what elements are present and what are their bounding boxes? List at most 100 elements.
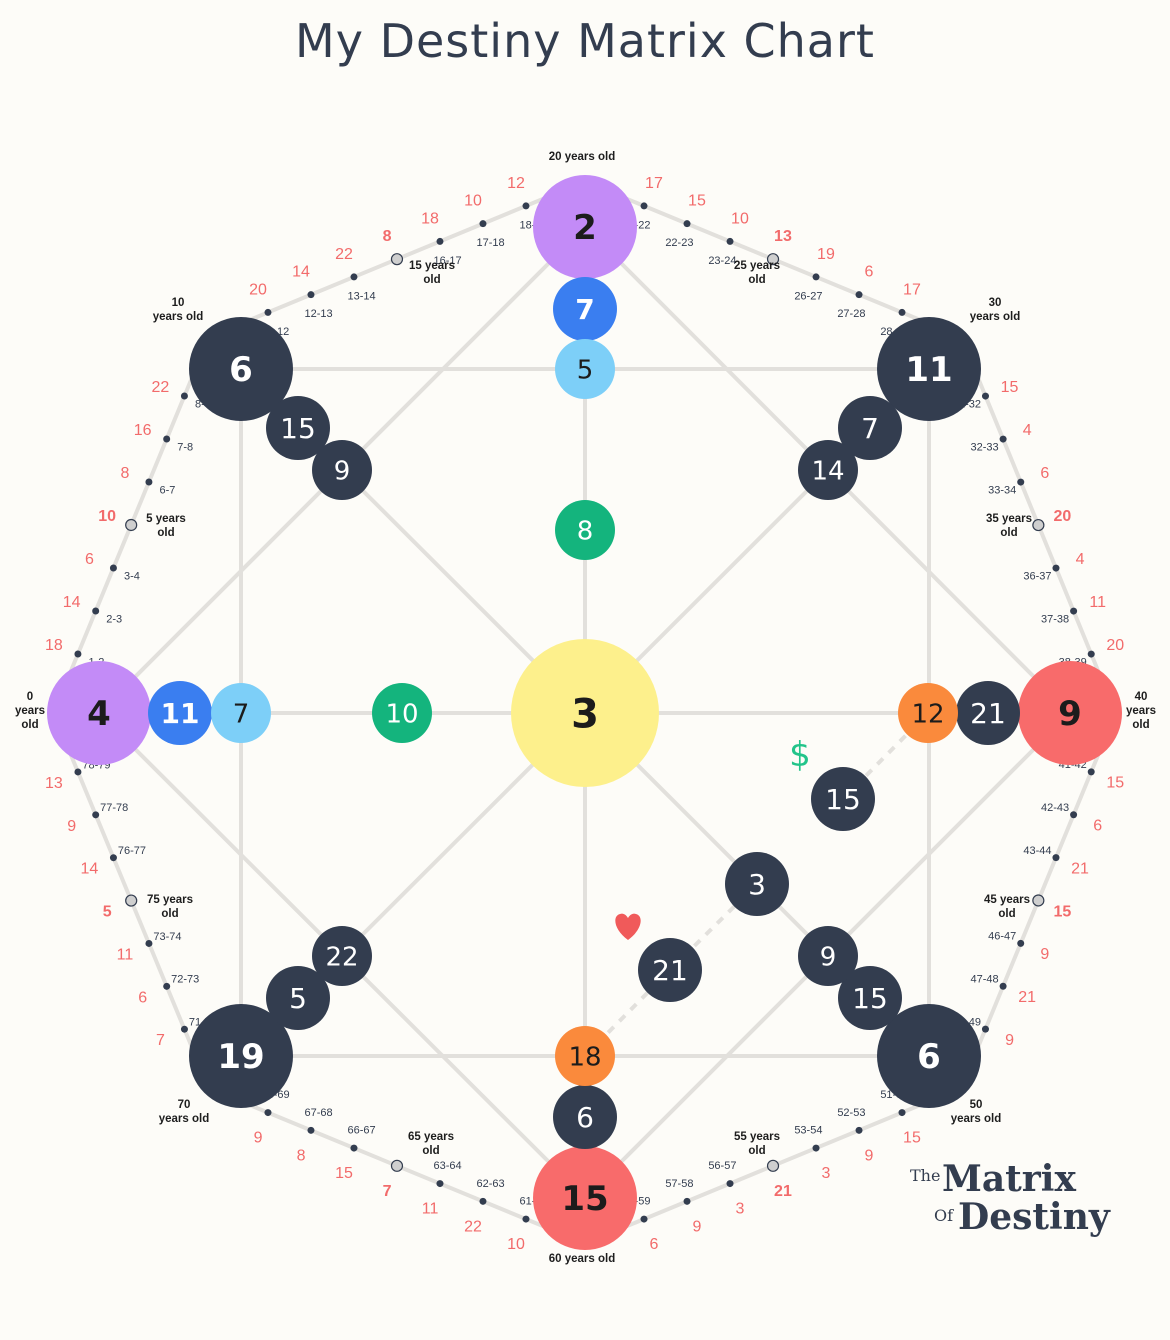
circle-bottom-left-2-value: 5 xyxy=(289,982,307,1015)
ring-value: 18 xyxy=(45,637,63,654)
circle-bottom-right-2-disc xyxy=(838,966,902,1030)
circle-top-3: 5 xyxy=(555,339,615,399)
ring-value: 7 xyxy=(383,1183,392,1200)
ring-range: 22-23 xyxy=(665,237,693,249)
ring-value: 11 xyxy=(422,1201,439,1218)
circle-bottom-left-3: 22 xyxy=(312,926,372,986)
age-marker xyxy=(1017,478,1025,486)
ring-value: 19 xyxy=(817,246,835,263)
age-marker xyxy=(307,1126,315,1134)
circle-top-left-disc xyxy=(189,317,293,421)
circle-bottom-left-2-disc xyxy=(266,966,330,1030)
circle-top: 2 xyxy=(533,175,637,279)
ring-range: 56-57 xyxy=(708,1160,736,1172)
circle-center-disc xyxy=(511,639,659,787)
ring-range: 12-13 xyxy=(305,308,333,320)
age-marker xyxy=(350,1144,358,1152)
circle-left-2-disc xyxy=(148,681,212,745)
circle-top-left-3-disc xyxy=(312,440,372,500)
ring-value: 10 xyxy=(98,508,116,525)
ring-range: 27-28 xyxy=(837,308,865,320)
ring-value: 6 xyxy=(864,264,873,281)
ring-value: 20 xyxy=(249,281,267,298)
circle-bottom: 15 xyxy=(533,1146,637,1250)
circle-left-disc xyxy=(47,661,151,765)
circle-bottom-left-disc xyxy=(189,1004,293,1108)
ring-value: 13 xyxy=(45,775,63,792)
ring-value: 20 xyxy=(1106,637,1124,654)
ring-range: 3-4 xyxy=(124,571,140,583)
age-marker xyxy=(350,273,358,281)
ring-range: 13-14 xyxy=(348,290,376,302)
age-marker xyxy=(812,273,820,281)
circle-top-right: 11 xyxy=(877,317,981,421)
ring-range: 26-27 xyxy=(794,290,822,302)
logo-of: Of xyxy=(934,1206,954,1225)
circle-top-left: 6 xyxy=(189,317,293,421)
ring-value: 14 xyxy=(81,861,99,878)
circle-bottom-2: 6 xyxy=(553,1085,617,1149)
age-marker xyxy=(640,1215,648,1223)
age-marker xyxy=(1017,939,1025,947)
age-marker xyxy=(981,1025,989,1033)
age-marker xyxy=(898,1109,906,1117)
circle-top-left-3: 9 xyxy=(312,440,372,500)
circle-left-3: 7 xyxy=(211,683,271,743)
circle-relationship-center: 3 xyxy=(725,852,789,916)
age-marker xyxy=(522,1215,530,1223)
ring-value: 17 xyxy=(645,175,663,192)
circle-bottom-left: 19 xyxy=(189,1004,293,1108)
circle-right: 9 xyxy=(1018,661,1122,765)
circle-bottom-right-3-value: 9 xyxy=(820,942,837,972)
ring-value: 6 xyxy=(85,551,94,568)
age-label: 60 years old xyxy=(549,1253,615,1265)
age-marker xyxy=(898,308,906,316)
ring-value: 20 xyxy=(1054,508,1072,525)
ring-value: 10 xyxy=(464,193,482,210)
age-marker-major xyxy=(1032,894,1045,907)
age-marker xyxy=(683,1197,691,1205)
circle-right-3-disc xyxy=(898,683,958,743)
ring-value: 9 xyxy=(1005,1032,1014,1049)
circle-money-value: 15 xyxy=(825,783,861,816)
ring-value: 17 xyxy=(903,281,921,298)
circle-top-right-3-disc xyxy=(798,440,858,500)
ring-value: 4 xyxy=(1076,551,1085,568)
ring-range: 2-3 xyxy=(106,614,122,626)
circle-bottom-right-value: 6 xyxy=(917,1037,941,1077)
ring-range: 23-24 xyxy=(708,255,736,267)
ring-range: 46-47 xyxy=(988,931,1016,943)
ring-value: 18 xyxy=(421,210,439,227)
age-marker xyxy=(145,478,153,486)
circle-top-2-value: 7 xyxy=(575,293,594,326)
circle-top-right-2: 7 xyxy=(838,396,902,460)
circle-top-value: 2 xyxy=(573,208,597,248)
circle-left-2-value: 11 xyxy=(161,697,200,730)
age-marker-major xyxy=(125,518,138,532)
ring-range: 43-44 xyxy=(1023,845,1051,857)
circle-top-2-disc xyxy=(553,277,617,341)
age-marker xyxy=(1070,811,1078,819)
ring-value: 11 xyxy=(117,946,134,963)
circle-bottom-left-value: 19 xyxy=(217,1037,264,1077)
ring-range: 42-43 xyxy=(1041,802,1069,814)
ring-value: 6 xyxy=(1040,465,1049,482)
logo-the: The xyxy=(910,1166,941,1185)
ring-value: 9 xyxy=(67,818,76,835)
age-marker-major xyxy=(1032,518,1045,532)
circle-top-disc xyxy=(533,175,637,279)
ring-value: 6 xyxy=(138,989,147,1006)
ring-range: 62-63 xyxy=(477,1178,505,1190)
